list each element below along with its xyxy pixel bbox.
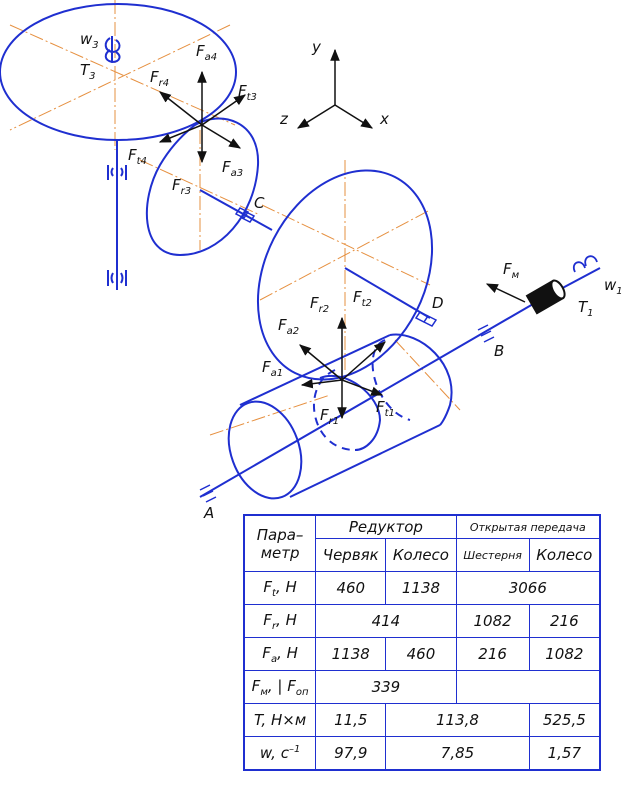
table-row: Ft, Н 460 1138 3066: [243, 571, 601, 605]
label-B: B: [494, 342, 504, 360]
wheel2-header: Колесо: [528, 538, 601, 572]
pinion-gear-4: [145, 117, 273, 257]
label-axis_z: z: [279, 110, 289, 128]
label-Fa2: Fa2: [278, 316, 299, 337]
label-Fa3: Fa3: [222, 158, 243, 179]
wheel-gear-3: [0, 3, 237, 290]
label-Ft3: Ft3: [238, 82, 257, 103]
param-header: Пара–метр: [243, 514, 317, 572]
table-row: Fr, Н 414 1082 216: [243, 604, 601, 638]
table-row: Fм, | Fоп 339: [243, 670, 601, 704]
table-row: Fa, Н 1138 460 216 1082: [243, 637, 601, 671]
label-Ft1: Ft1: [376, 398, 395, 419]
table-row: w, c–1 97,9 7,85 1,57: [243, 736, 601, 771]
reducer-header: Редуктор: [315, 514, 457, 539]
label-C: C: [254, 194, 265, 212]
label-w3: w3: [80, 30, 99, 51]
label-T3: T3: [80, 61, 96, 82]
parameters-table: Пара–метр Редуктор Открытая передача Чер…: [243, 514, 601, 771]
open-gear-header: Открытая передача: [455, 514, 601, 539]
label-Fr2: Fr2: [310, 294, 329, 315]
label-Fr4: Fr4: [150, 68, 169, 89]
center-lines: [9, 0, 461, 436]
coordinate-axes: [296, 48, 374, 129]
wheel-header: Колесо: [385, 538, 457, 572]
label-D: D: [432, 294, 444, 312]
table-row: T, Н×м 11,5 113,8 525,5: [243, 703, 601, 737]
label-T1: T1: [578, 298, 594, 319]
worm-wheel: [256, 169, 438, 381]
force-arrows: [158, 70, 526, 420]
label-Fa4: Fa4: [196, 42, 217, 63]
label-Ft4: Ft4: [128, 146, 147, 167]
label-Ft2: Ft2: [353, 288, 372, 309]
label-w1: w1: [604, 276, 623, 297]
label-axis_x: x: [379, 110, 389, 128]
pinion-header: Шестерня: [455, 538, 530, 572]
label-Fr1: Fr1: [320, 406, 339, 427]
label-axis_y: y: [311, 38, 322, 56]
label-A: A: [203, 504, 214, 522]
worm-cylinder: [199, 255, 601, 503]
label-Fm: Fм: [503, 260, 520, 281]
worm-header: Червяк: [315, 538, 387, 572]
